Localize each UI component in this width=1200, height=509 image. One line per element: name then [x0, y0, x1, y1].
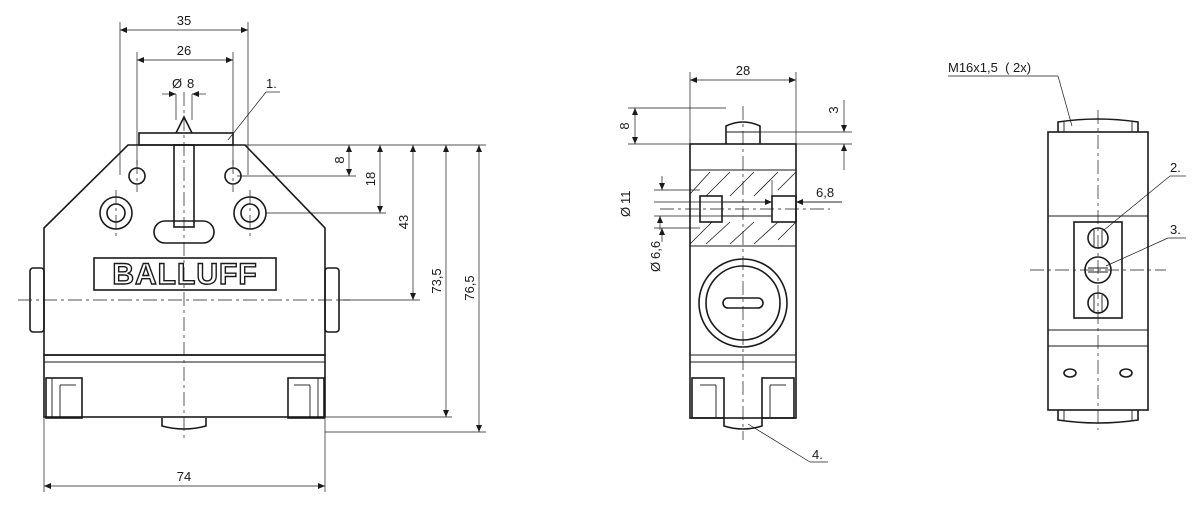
dim-28: 28 [736, 63, 750, 78]
logo-plate [93, 257, 277, 291]
side-dim-dia-11-symbol: Ø [618, 207, 633, 217]
side-window-inner [705, 265, 781, 341]
rear-view: M16x1,5 ( 2x) 2. 3. [948, 60, 1186, 430]
dim-dia-8-symbol: Ø [172, 76, 182, 91]
side-bottom-nub [723, 418, 763, 430]
front-lower-housing [43, 354, 326, 418]
dim-8-vertical: 8 [332, 156, 347, 163]
side-dim-6-8: 6,8 [816, 185, 834, 200]
front-plunger-cap [138, 132, 234, 146]
front-body-outline [43, 144, 326, 356]
rear-oval-left [1063, 368, 1077, 378]
dim-74: 74 [177, 469, 191, 484]
dim-43: 43 [396, 215, 411, 229]
front-view: BALLUFF 35 26 Ø 8 1. [18, 13, 486, 492]
side-left-foot [691, 377, 725, 419]
callout-1: 1. [266, 76, 277, 91]
side-right-foot [761, 377, 795, 419]
logo-text: BALLUFF [112, 258, 257, 291]
dim-dia-8: 8 [187, 76, 194, 91]
rear-oval-right [1119, 368, 1133, 378]
dim-18: 18 [363, 172, 378, 186]
front-right-foot [287, 377, 325, 419]
side-plunger [725, 121, 761, 144]
dim-35: 35 [177, 13, 191, 28]
side-dim-dia-6-6: 6,6 [648, 241, 663, 259]
side-view: 28 8 3 Ø 11 Ø 6,6 6,8 4. [617, 63, 852, 463]
side-dim-dia-6-6-symbol: Ø [648, 262, 663, 272]
callout-2: 2. [1170, 160, 1181, 175]
thread-label: M16x1,5 ( 2x) [948, 60, 1031, 75]
side-section-hatch [689, 171, 797, 245]
side-dim-3: 3 [826, 106, 841, 113]
callout-3: 3. [1170, 222, 1181, 237]
side-dim-dia-11: 11 [618, 191, 633, 205]
dim-26: 26 [177, 43, 191, 58]
dim-76-5: 76,5 [462, 275, 477, 300]
front-left-foot [45, 377, 83, 419]
side-dim-8: 8 [617, 122, 632, 129]
dim-73-5: 73,5 [429, 268, 444, 293]
callout-4: 4. [812, 447, 823, 462]
